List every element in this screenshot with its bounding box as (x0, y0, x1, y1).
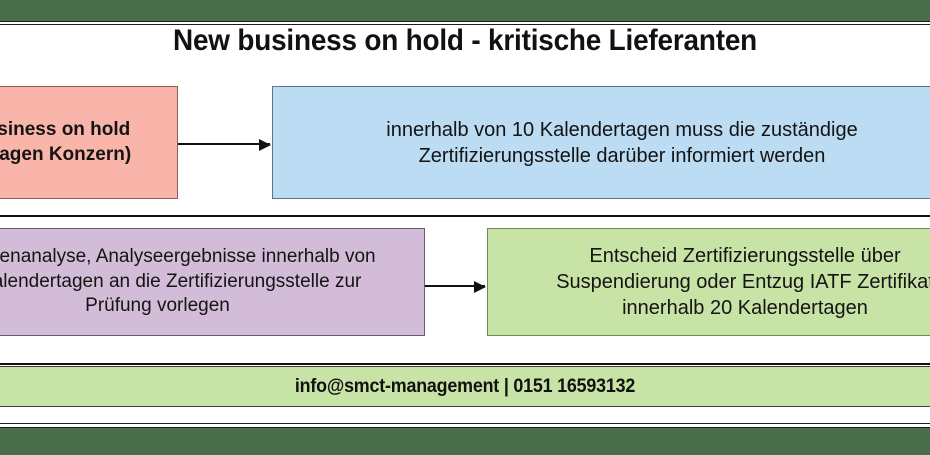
trigger-box-root-cause-analysis[interactable]: Ursachenanalyse, Analyseergebnisse inner… (0, 228, 425, 336)
top-rule (0, 21, 930, 25)
root-cause-line1: Ursachenanalyse, Analyseergebnisse inner… (0, 245, 376, 267)
root-cause-line2: 20 Kalendertagen an die Zertifizierungss… (0, 270, 362, 292)
action-box-certification-decision[interactable]: Entscheid Zertifizierungsstelle über Sus… (487, 228, 930, 336)
footer-contact-text: info@smct-management | 0151 16593132 (294, 375, 636, 397)
row-divider-2 (0, 363, 930, 365)
action-box-notify-certification-body[interactable]: innerhalb von 10 Kalendertagen muss die … (272, 86, 930, 199)
trigger-box-label: New business on hold (Volkswagen Konzern… (0, 118, 132, 165)
top-accent-band (0, 0, 930, 21)
root-cause-line3: Prüfung vorlegen (85, 295, 230, 317)
decision-line2: Suspendierung oder Entzug IATF Zertifika… (556, 271, 930, 293)
bottom-accent-band (0, 428, 930, 455)
arrow-right-icon-row2 (425, 281, 486, 293)
decision-line3: innerhalb 20 Kalendertagen (622, 297, 868, 319)
footer-contact-band: info@smct-management | 0151 16593132 (0, 366, 930, 407)
row-divider-1 (0, 215, 930, 217)
page-title: New business on hold - kritische Liefera… (172, 24, 758, 57)
trigger-box-new-business-on-hold[interactable]: New business on hold (Volkswagen Konzern… (0, 86, 178, 199)
bottom-rule (0, 423, 930, 428)
action-box-line2: Zertifizierungsstelle darüber informiert… (418, 144, 826, 167)
decision-line1: Entscheid Zertifizierungsstelle über (589, 245, 901, 267)
action-box-line1: innerhalb von 10 Kalendertagen muss die … (386, 118, 858, 141)
arrow-right-icon-row1 (178, 139, 271, 151)
